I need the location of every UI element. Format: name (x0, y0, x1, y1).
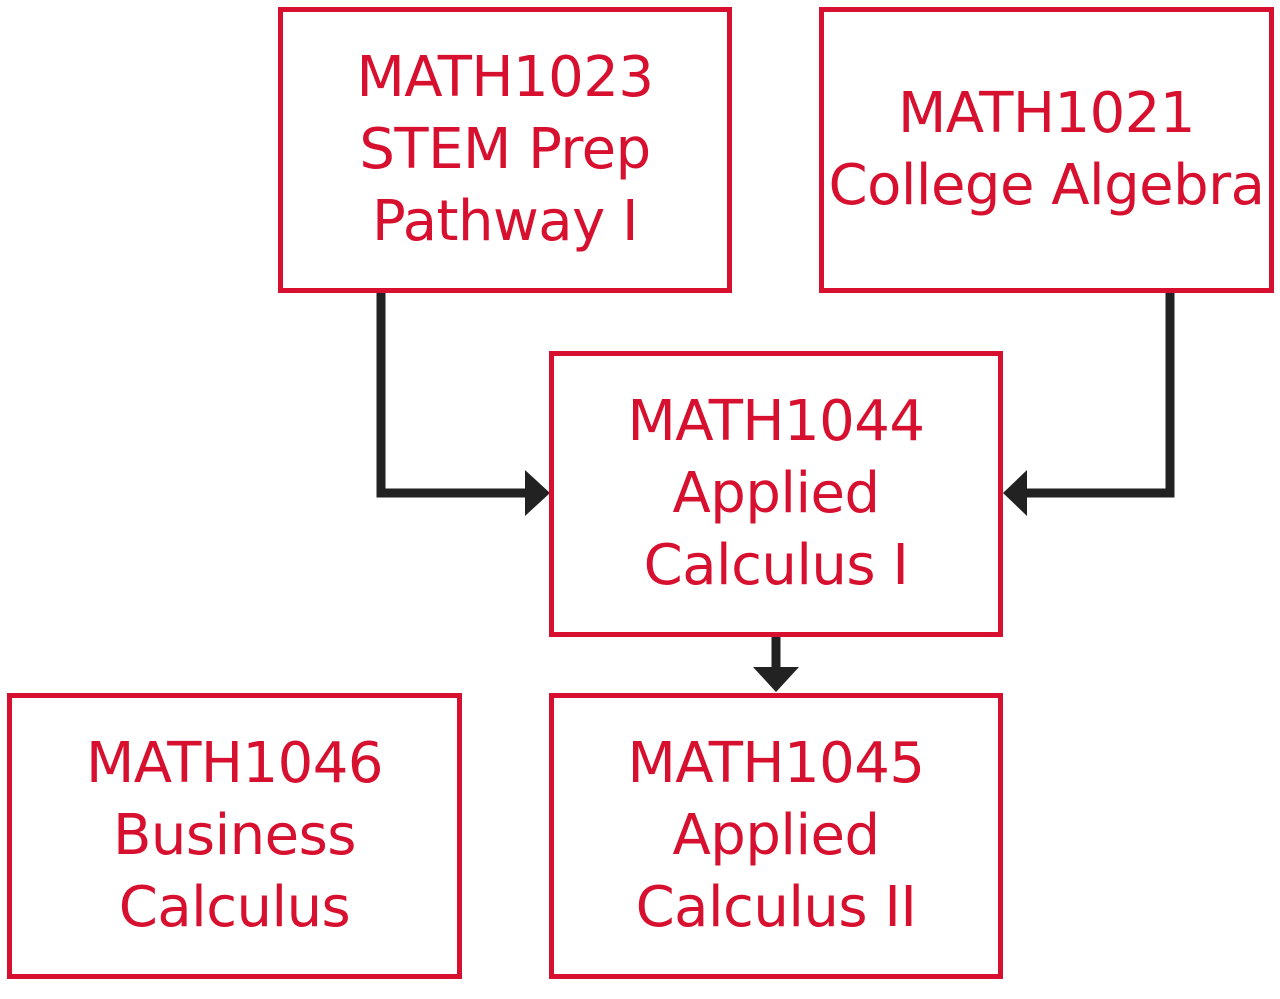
course-box-math1023: MATH1023 STEM Prep Pathway I (278, 7, 732, 293)
course-box-math1046: MATH1046 Business Calculus (7, 693, 462, 979)
course-box-math1021: MATH1021 College Algebra (819, 7, 1274, 293)
course-title-line-2: Calculus II (635, 875, 917, 940)
course-box-math1045: MATH1045 Applied Calculus II (549, 693, 1003, 979)
course-code: MATH1021 (897, 81, 1196, 146)
course-code: MATH1023 (356, 45, 654, 110)
course-title-line-1: Business (113, 803, 356, 868)
arrowhead-left (1003, 470, 1027, 516)
arrowhead-right (525, 470, 550, 516)
course-title-line-1: College Algebra (828, 153, 1266, 218)
course-code: MATH1044 (627, 389, 925, 454)
course-title-line-1: Applied (672, 461, 880, 526)
course-box-math1044: MATH1044 Applied Calculus I (549, 351, 1003, 637)
arrow-math1021-to-math1044 (1022, 293, 1175, 498)
course-title-line-2: Calculus I (643, 533, 909, 598)
course-title-line-2: Calculus (118, 875, 351, 940)
course-code: MATH1045 (627, 731, 925, 796)
course-title-line-1: Applied (672, 803, 880, 868)
arrow-math1023-to-math1044 (376, 293, 530, 498)
arrowhead-down (753, 667, 799, 692)
course-title-line-1: STEM Prep (359, 117, 651, 182)
course-code: MATH1046 (85, 731, 384, 796)
course-title-line-2: Pathway I (371, 189, 639, 254)
